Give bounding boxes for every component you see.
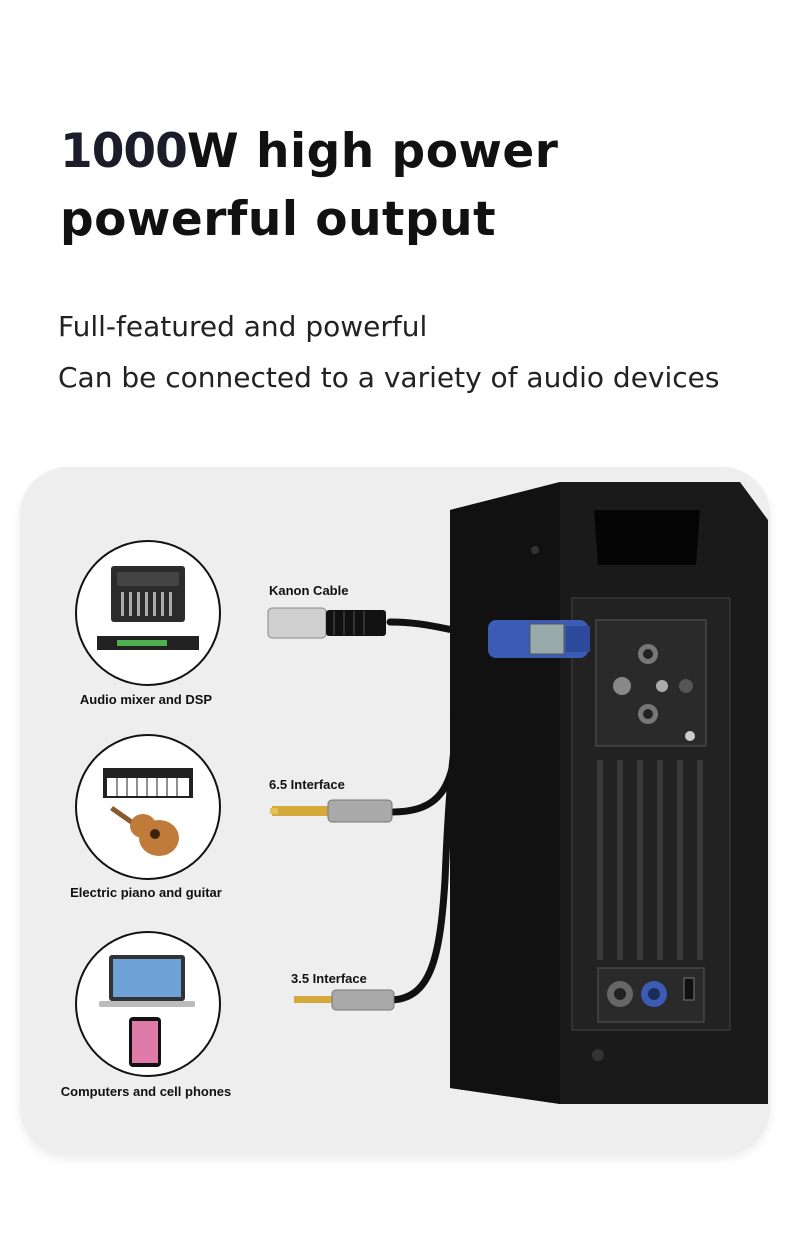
subtitle-line2: Can be connected to a variety of audio d… bbox=[58, 361, 720, 394]
connector-label-3-5: 3.5 Interface bbox=[291, 971, 367, 986]
mixer-icon bbox=[97, 566, 199, 650]
powercon-connector bbox=[488, 620, 590, 658]
headline-line1: W high power bbox=[186, 124, 559, 179]
connector-label-6-5: 6.5 Interface bbox=[269, 777, 345, 792]
laptop-phone-icon bbox=[99, 955, 195, 1067]
device-circle-instruments bbox=[75, 734, 221, 880]
cables bbox=[386, 618, 496, 1004]
device-circle-mixer bbox=[75, 540, 221, 686]
piano-guitar-icon bbox=[103, 768, 193, 856]
device-circle-computers bbox=[75, 931, 221, 1077]
headline-number: 1000 bbox=[60, 124, 188, 179]
jack-3-5-icon bbox=[294, 989, 395, 1011]
amplifier-plate bbox=[571, 597, 731, 1031]
device-label-computers: Computers and cell phones bbox=[60, 1084, 232, 1099]
jack-6-5-icon bbox=[270, 799, 393, 823]
xlr-connector-icon bbox=[267, 607, 386, 639]
device-label-mixer: Audio mixer and DSP bbox=[79, 692, 213, 707]
speaker-handle bbox=[594, 510, 700, 565]
headline-line2: powerful output bbox=[60, 192, 497, 247]
device-label-instruments: Electric piano and guitar bbox=[70, 885, 222, 900]
headline: 1000W high power powerful output bbox=[60, 118, 558, 254]
subtitle-line1: Full-featured and powerful bbox=[58, 310, 428, 343]
connector-label-kanon: Kanon Cable bbox=[269, 583, 349, 598]
